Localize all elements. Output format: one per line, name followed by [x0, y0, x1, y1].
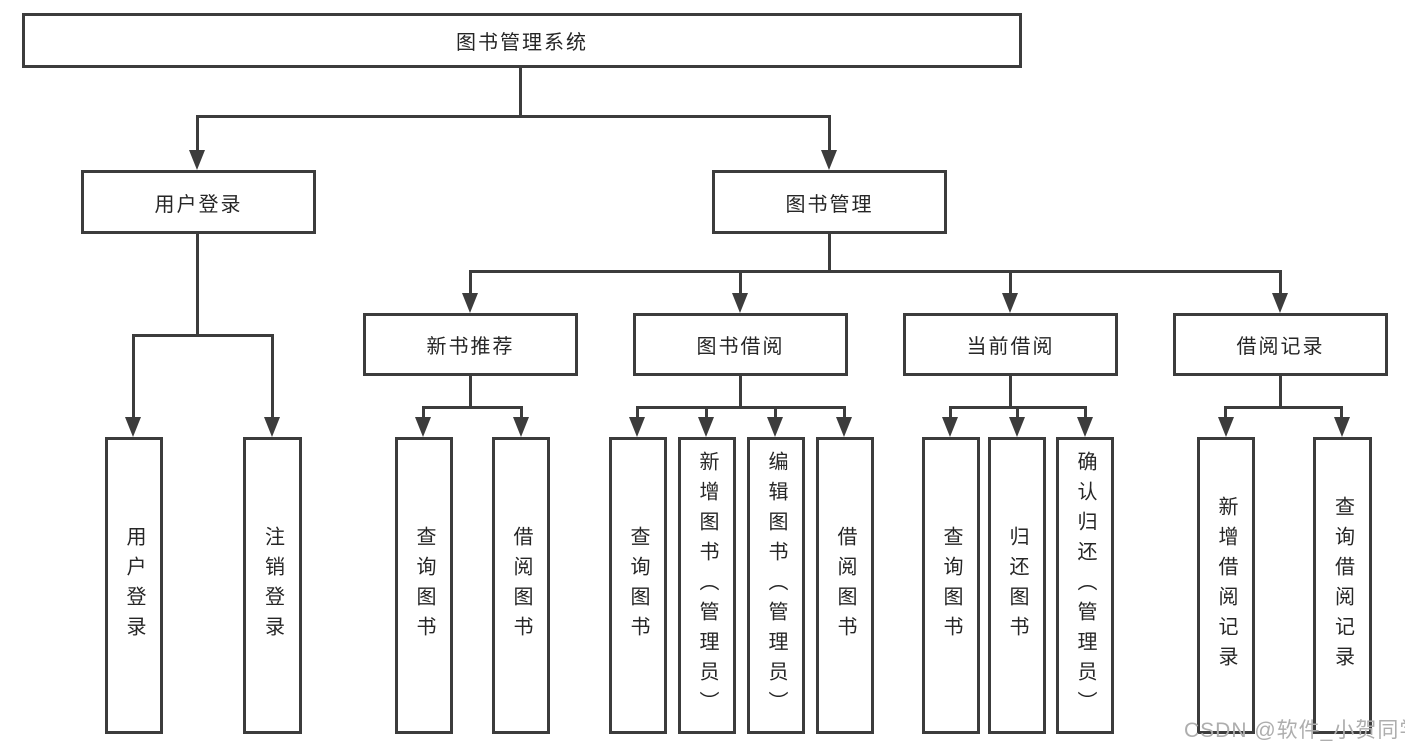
arrowhead-icon — [1272, 293, 1288, 313]
node-label: 编辑图书（管理员） — [765, 450, 787, 721]
node-confirm-return-admin: 确认归还（管理员） — [1056, 437, 1114, 734]
connector-line — [1224, 406, 1227, 422]
connector-line — [132, 334, 274, 337]
node-query-books-borrow: 查询图书 — [609, 437, 667, 734]
arrowhead-icon — [1009, 417, 1025, 437]
node-borrow-books-recommend: 借阅图书 — [492, 437, 550, 734]
connector-line — [422, 406, 425, 422]
node-label: 新增借阅记录 — [1215, 495, 1237, 676]
connector-line — [1340, 406, 1343, 422]
node-return-book: 归还图书 — [988, 437, 1046, 734]
node-label: 归还图书 — [1006, 525, 1028, 646]
node-label: 借阅记录 — [1236, 336, 1325, 358]
node-label: 图书借阅 — [696, 336, 785, 358]
connector-line — [774, 406, 777, 422]
connector-line — [519, 68, 522, 117]
arrowhead-icon — [264, 417, 280, 437]
connector-line — [469, 270, 1282, 273]
arrowhead-icon — [942, 417, 958, 437]
arrowhead-icon — [415, 417, 431, 437]
arrowhead-icon — [1077, 417, 1093, 437]
arrowhead-icon — [462, 293, 478, 313]
connector-line — [739, 270, 742, 298]
node-logout-login: 注销登录 — [243, 437, 302, 734]
connector-line — [1279, 376, 1282, 409]
connector-line — [1224, 406, 1343, 409]
connector-line — [132, 334, 135, 422]
arrowhead-icon — [629, 417, 645, 437]
node-label: 查询借阅记录 — [1331, 495, 1354, 676]
node-label: 新书推荐 — [426, 336, 515, 358]
connector-line — [1009, 376, 1012, 409]
node-current-borrow: 当前借阅 — [903, 313, 1118, 376]
node-label: 图书管理系统 — [456, 32, 588, 54]
node-edit-book-admin: 编辑图书（管理员） — [747, 437, 805, 734]
arrowhead-icon — [698, 417, 714, 437]
node-label: 确认归还（管理员） — [1074, 450, 1096, 721]
connector-line — [196, 234, 199, 337]
arrowhead-icon — [513, 417, 529, 437]
connector-line — [705, 406, 708, 422]
connector-line — [636, 406, 846, 409]
connector-line — [636, 406, 639, 422]
connector-line — [1279, 270, 1282, 298]
node-label: 借阅图书 — [510, 525, 532, 646]
node-add-borrow-record: 新增借阅记录 — [1197, 437, 1255, 734]
connector-line — [828, 115, 831, 155]
node-library-management-system: 图书管理系统 — [22, 13, 1022, 68]
node-label: 注销登录 — [261, 525, 284, 646]
node-query-books-current: 查询图书 — [922, 437, 980, 734]
arrowhead-icon — [732, 293, 748, 313]
node-label: 用户登录 — [154, 193, 243, 216]
connector-line — [422, 406, 523, 409]
node-query-borrow-record: 查询借阅记录 — [1313, 437, 1372, 734]
node-add-book-admin: 新增图书（管理员） — [678, 437, 736, 734]
arrowhead-icon — [836, 417, 852, 437]
connector-line — [949, 406, 952, 422]
node-label: 查询图书 — [940, 525, 962, 646]
node-new-book-recommend: 新书推荐 — [363, 313, 578, 376]
node-label: 查询图书 — [413, 525, 435, 646]
connector-line — [843, 406, 846, 422]
arrowhead-icon — [1002, 293, 1018, 313]
node-book-management: 图书管理 — [712, 170, 947, 234]
connector-line — [1009, 270, 1012, 298]
connector-line — [271, 334, 274, 422]
node-borrow-book-leaf: 借阅图书 — [816, 437, 874, 734]
node-label: 新增图书（管理员） — [696, 450, 718, 721]
node-user-login: 用户登录 — [81, 170, 316, 234]
arrowhead-icon — [821, 150, 837, 170]
connector-line — [469, 270, 472, 298]
connector-line — [1084, 406, 1087, 422]
node-label: 借阅图书 — [834, 525, 856, 646]
arrowhead-icon — [125, 417, 141, 437]
arrowhead-icon — [189, 150, 205, 170]
node-user-login-leaf: 用户登录 — [105, 437, 163, 734]
arrowhead-icon — [1218, 417, 1234, 437]
connector-line — [196, 115, 831, 118]
node-label: 用户登录 — [123, 525, 145, 646]
arrowhead-icon — [1334, 417, 1350, 437]
node-label: 查询图书 — [627, 525, 649, 646]
connector-line — [196, 115, 199, 155]
connector-line — [739, 376, 742, 409]
node-label: 图书管理 — [785, 193, 874, 216]
node-book-borrow: 图书借阅 — [633, 313, 848, 376]
arrowhead-icon — [767, 417, 783, 437]
node-borrow-records: 借阅记录 — [1173, 313, 1388, 376]
connector-line — [828, 234, 831, 273]
csdn-watermark: CSDN @软件_小贺同学 — [1184, 719, 1405, 742]
node-label: 当前借阅 — [966, 336, 1055, 358]
connector-line — [520, 406, 523, 422]
connector-line — [1016, 406, 1019, 422]
node-query-books-recommend: 查询图书 — [395, 437, 453, 734]
connector-line — [469, 376, 472, 409]
